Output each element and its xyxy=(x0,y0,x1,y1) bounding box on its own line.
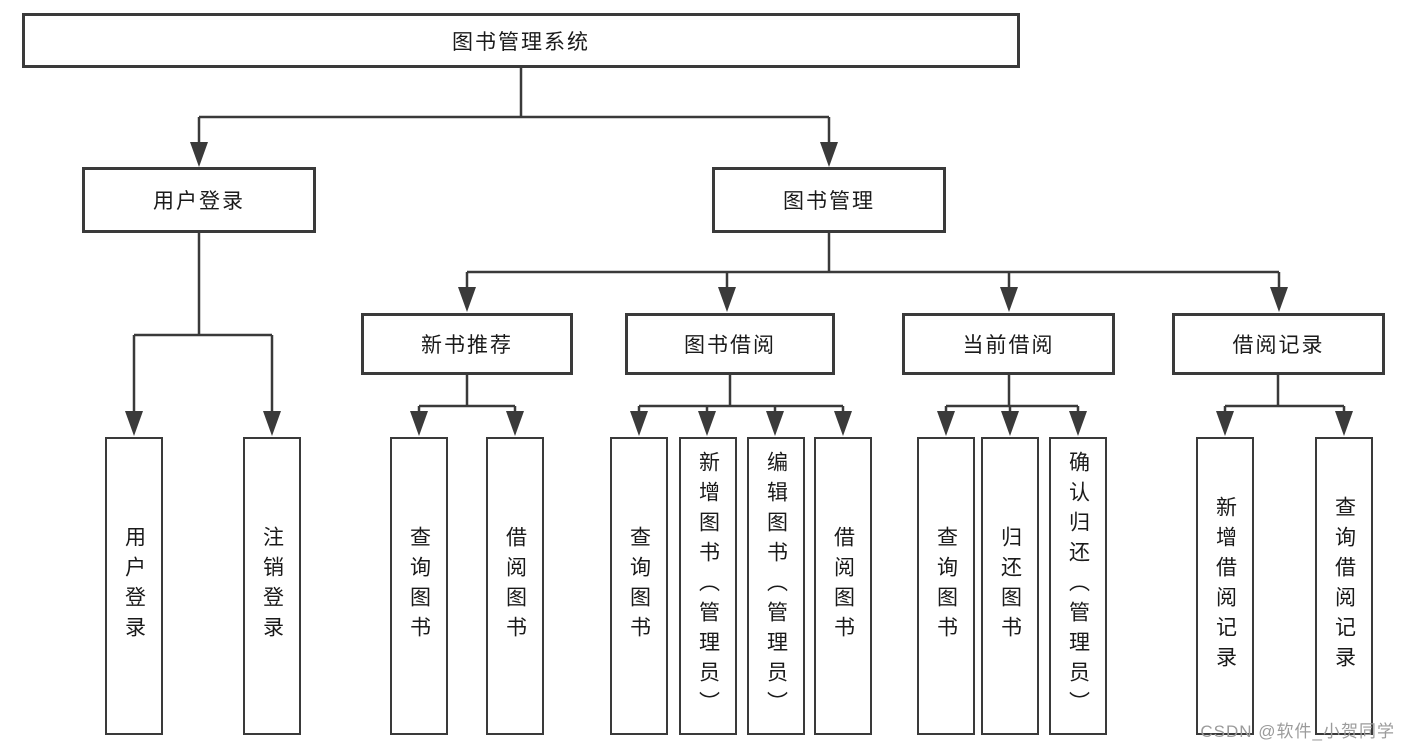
node-new-book-recommend: 新书推荐 xyxy=(361,313,573,375)
leaf-return-book-label: 归还图书 xyxy=(998,526,1022,646)
node-book-borrow-label: 图书借阅 xyxy=(684,334,776,357)
node-book-borrow: 图书借阅 xyxy=(625,313,835,375)
csdn-watermark: CSDN @软件_小贺同学 xyxy=(1200,722,1395,741)
leaf-query-books-borrow-label: 查询图书 xyxy=(627,526,651,646)
leaf-query-books-recommend: 查询图书 xyxy=(390,437,448,735)
node-current-borrow-label: 当前借阅 xyxy=(962,334,1055,357)
leaf-user-login: 用户登录 xyxy=(105,437,163,735)
node-user-login: 用户登录 xyxy=(82,167,316,233)
node-library-system-label: 图书管理系统 xyxy=(452,30,590,54)
leaf-query-books-recommend-label: 查询图书 xyxy=(407,526,431,646)
node-current-borrow: 当前借阅 xyxy=(902,313,1115,375)
leaf-confirm-return-admin-label: 确认归还（管理员） xyxy=(1066,451,1090,721)
leaf-query-books-current: 查询图书 xyxy=(917,437,975,735)
leaf-add-book-admin-label: 新增图书（管理员） xyxy=(696,451,720,721)
leaf-borrow-books: 借阅图书 xyxy=(814,437,872,735)
leaf-query-borrow-record-label: 查询借阅记录 xyxy=(1332,496,1356,676)
leaf-edit-book-admin: 编辑图书（管理员） xyxy=(747,437,805,735)
leaf-logout-label: 注销登录 xyxy=(260,526,284,646)
leaf-query-books-current-label: 查询图书 xyxy=(934,526,958,646)
leaf-borrow-books-label: 借阅图书 xyxy=(831,526,855,646)
leaf-user-login-label: 用户登录 xyxy=(122,526,146,646)
node-borrow-records-label: 借阅记录 xyxy=(1232,334,1325,357)
node-user-login-label: 用户登录 xyxy=(153,190,245,213)
node-new-book-recommend-label: 新书推荐 xyxy=(421,334,513,357)
leaf-confirm-return-admin: 确认归还（管理员） xyxy=(1049,437,1107,735)
leaf-borrow-books-recommend-label: 借阅图书 xyxy=(503,526,527,646)
leaf-borrow-books-recommend: 借阅图书 xyxy=(486,437,544,735)
node-book-management-label: 图书管理 xyxy=(783,190,875,213)
leaf-query-books-borrow: 查询图书 xyxy=(610,437,668,735)
leaf-edit-book-admin-label: 编辑图书（管理员） xyxy=(764,451,788,721)
leaf-add-book-admin: 新增图书（管理员） xyxy=(679,437,737,735)
node-book-management: 图书管理 xyxy=(712,167,946,233)
leaf-query-borrow-record: 查询借阅记录 xyxy=(1315,437,1373,735)
leaf-return-book: 归还图书 xyxy=(981,437,1039,735)
node-borrow-records: 借阅记录 xyxy=(1172,313,1385,375)
leaf-add-borrow-record: 新增借阅记录 xyxy=(1196,437,1254,735)
leaf-add-borrow-record-label: 新增借阅记录 xyxy=(1213,496,1237,676)
leaf-logout: 注销登录 xyxy=(243,437,301,735)
node-library-system: 图书管理系统 xyxy=(22,13,1020,68)
